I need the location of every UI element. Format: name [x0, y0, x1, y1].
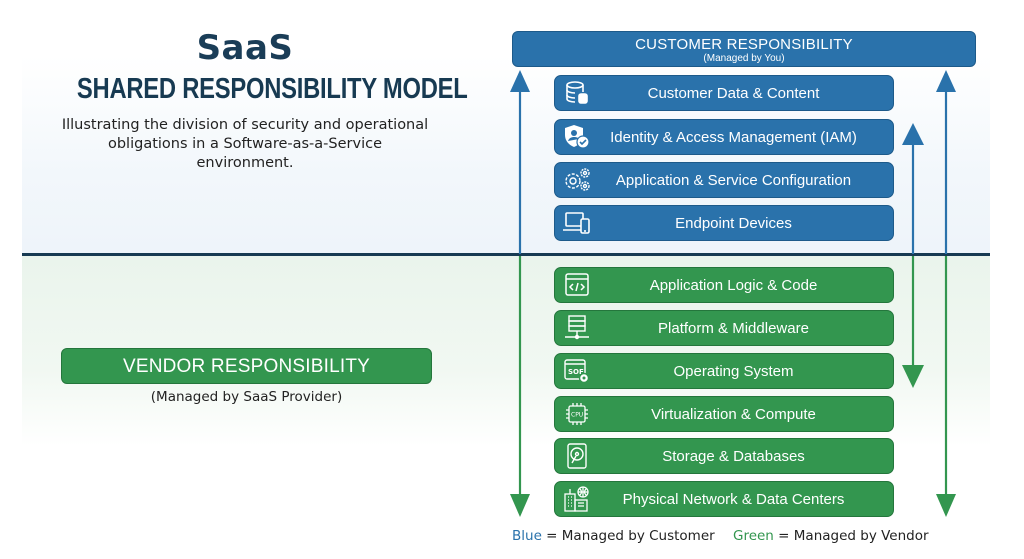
- responsibility-divider: [22, 253, 990, 256]
- layer-physical-network: Physical Network & Data Centers: [554, 481, 894, 517]
- arrow-down-head: [510, 494, 530, 517]
- layer-identity-access: Identity & Access Management (IAM): [554, 119, 894, 155]
- layer-label: Identity & Access Management (IAM): [610, 128, 857, 146]
- cpu-icon: CPU: [562, 400, 592, 428]
- layer-virtualization-compute: CPU Virtualization & Compute: [554, 396, 894, 432]
- legend-green-text: = Managed by Vendor: [778, 528, 929, 544]
- svg-text:SOF: SOF: [568, 368, 584, 376]
- layer-customer-data: Customer Data & Content: [554, 75, 894, 111]
- page-subtitle: SHARED RESPONSIBILITY MODEL: [76, 73, 468, 105]
- gears-icon: [562, 166, 592, 194]
- hard-drive-icon: [562, 442, 592, 470]
- title-block: SaaS SHARED RESPONSIBILITY MODEL Illustr…: [40, 28, 468, 173]
- layer-app-config: Application & Service Configuration: [554, 162, 894, 198]
- page-title: SaaS: [196, 28, 294, 68]
- layer-label: Physical Network & Data Centers: [622, 490, 845, 508]
- color-legend: Blue = Managed by Customer Green = Manag…: [512, 528, 929, 544]
- user-shield-icon: [562, 123, 592, 151]
- database-icon: [562, 79, 592, 107]
- laptop-phone-icon: [562, 209, 592, 237]
- legend-green-word: Green: [732, 528, 774, 544]
- layer-platform-middleware: Platform & Middleware: [554, 310, 894, 346]
- layer-app-logic: Application Logic & Code: [554, 267, 894, 303]
- legend-blue-word: Blue: [512, 528, 542, 544]
- layer-label: Customer Data & Content: [647, 84, 820, 102]
- legend-blue-text: = Managed by Customer: [546, 528, 715, 544]
- layer-label: Endpoint Devices: [675, 214, 792, 232]
- customer-heading: CUSTOMER RESPONSIBILITY: [635, 36, 853, 53]
- layer-label: Operating System: [673, 362, 794, 380]
- server-network-icon: [562, 314, 592, 342]
- svg-text:CPU: CPU: [571, 412, 583, 419]
- vendor-responsibility-header: VENDOR RESPONSIBILITY: [61, 348, 432, 384]
- vendor-subheading: (Managed by SaaS Provider): [150, 389, 343, 405]
- customer-subheading: (Managed by You): [703, 53, 785, 64]
- layer-storage-databases: Storage & Databases: [554, 438, 894, 474]
- code-window-icon: [562, 271, 592, 299]
- layer-label: Storage & Databases: [662, 447, 805, 465]
- layer-endpoint-devices: Endpoint Devices: [554, 205, 894, 241]
- layer-label: Platform & Middleware: [658, 319, 809, 337]
- arrow-down-head: [936, 494, 956, 517]
- layer-label: Virtualization & Compute: [651, 405, 816, 423]
- os-gear-icon: SOF: [562, 357, 592, 385]
- page-description: Illustrating the division of security an…: [61, 117, 429, 171]
- customer-responsibility-header: CUSTOMER RESPONSIBILITY (Managed by You): [512, 31, 976, 67]
- layer-label: Application Logic & Code: [649, 276, 818, 294]
- buildings-globe-icon: [562, 485, 592, 513]
- layer-label: Application & Service Configuration: [615, 171, 852, 189]
- layer-operating-system: SOF Operating System: [554, 353, 894, 389]
